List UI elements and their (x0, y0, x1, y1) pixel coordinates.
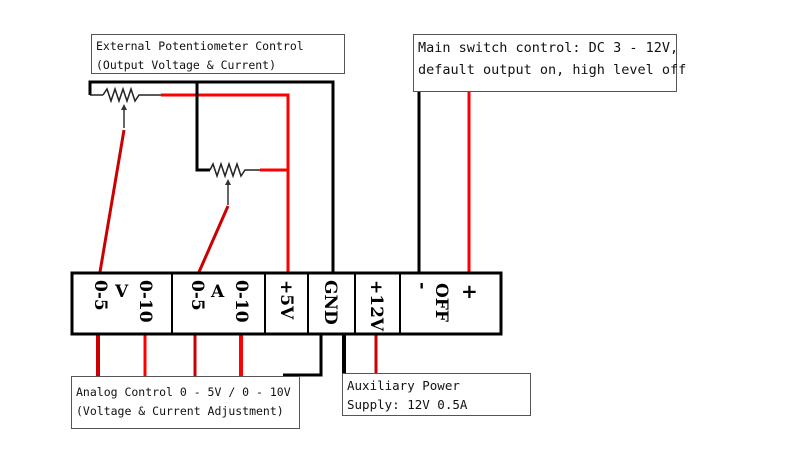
terminal-off: OFF (431, 283, 451, 322)
terminal-a-05: 0-5 (187, 280, 207, 311)
terminal-gnd: GND (320, 280, 340, 325)
terminal-v-010: 0-10 (135, 280, 155, 323)
analog-control-label-line1: Analog Control 0 - 5V / 0 - 10V (76, 385, 291, 399)
main-switch-label-line1: Main switch control: DC 3 - 12V, (418, 40, 679, 56)
main-switch-label: Main switch control: DC 3 - 12V, default… (413, 34, 687, 92)
main-switch-label-line2: default output on, high level off (418, 62, 687, 78)
pot1-plus5v-wire (161, 93, 290, 273)
terminal-off-plus: + (461, 279, 478, 303)
terminal-a-010: 0-10 (231, 280, 251, 323)
pot1-wiper-wire (98, 129, 126, 273)
potentiometer-label-line2: (Output Voltage & Current) (96, 58, 277, 72)
potentiometer-label-line1: External Potentiometer Control (96, 39, 304, 53)
pot1-arrow-head-icon (121, 104, 127, 110)
pot2-arrow-head-icon (225, 179, 231, 185)
pot1-resistor-icon (102, 86, 144, 104)
pot2-resistor-icon (209, 161, 260, 179)
terminal-a-letter: A (210, 282, 225, 302)
terminal-v-05: 0-5 (90, 280, 110, 311)
analog-gnd-wire (283, 335, 323, 377)
terminal-block-outline (70, 271, 503, 336)
aux-power-label-line1: Auxiliary Power (347, 378, 460, 393)
potentiometer-1 (88, 80, 335, 273)
terminal-block: 0-5 V 0-10 0-5 A 0-10 +5V GND +12V - OFF… (70, 271, 503, 336)
analog-control-label: Analog Control 0 - 5V / 0 - 10V (Voltage… (71, 376, 300, 429)
pot1-ground-wire (88, 80, 335, 273)
pot2-ground-wire (195, 82, 210, 172)
aux-power-label: Auxiliary Power Supply: 12V 0.5A (342, 373, 531, 416)
potentiometer-label: External Potentiometer Control (Output V… (91, 34, 345, 74)
terminal-plus5v: +5V (276, 280, 296, 320)
terminal-plus12v: +12V (366, 280, 386, 332)
analog-control-label-line2: (Voltage & Current Adjustment) (76, 404, 284, 418)
terminal-v-letter: V (114, 282, 129, 302)
potentiometer-2 (195, 82, 288, 273)
aux-power-label-line2: Supply: 12V 0.5A (347, 397, 468, 412)
terminal-off-minus: - (412, 282, 433, 289)
pot2-wiper-wire (197, 205, 230, 273)
